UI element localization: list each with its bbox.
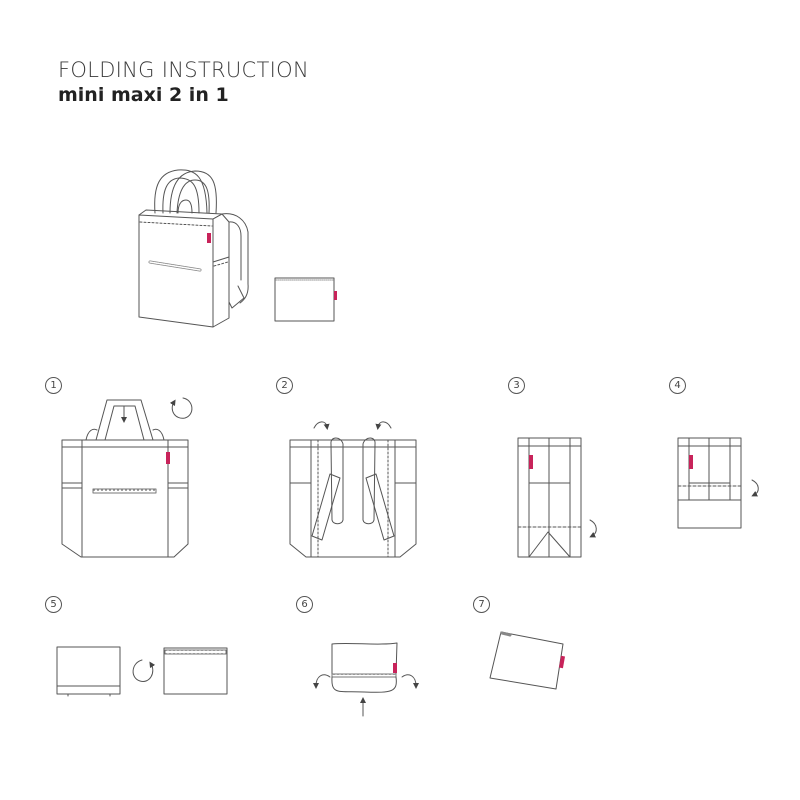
step-number-6: 6: [296, 596, 313, 613]
step-number-4: 4: [669, 377, 686, 394]
step-7-illustration: [489, 631, 564, 690]
step-6-illustration: [313, 642, 419, 717]
brand-tag: [334, 291, 337, 300]
step-1-illustration: [61, 397, 193, 558]
step-number-5: 5: [45, 596, 62, 613]
step-number-3: 3: [508, 377, 525, 394]
step-3-illustration: [517, 437, 597, 558]
page-title: FOLDING INSTRUCTION: [58, 58, 309, 82]
step-2-illustration: [289, 421, 417, 558]
brand-tag: [207, 233, 211, 243]
product-name: mini maxi 2 in 1: [58, 84, 229, 106]
step-number-2: 2: [276, 377, 293, 394]
overview-backpack-illustration: [138, 169, 249, 328]
overview-pouch-illustration: [274, 277, 335, 322]
step-5-illustration: [56, 646, 228, 697]
step-number-7: 7: [473, 596, 490, 613]
header: FOLDING INSTRUCTION mini maxi 2 in 1: [58, 58, 309, 108]
step-number-1: 1: [45, 377, 62, 394]
step-4-illustration: [677, 437, 759, 529]
